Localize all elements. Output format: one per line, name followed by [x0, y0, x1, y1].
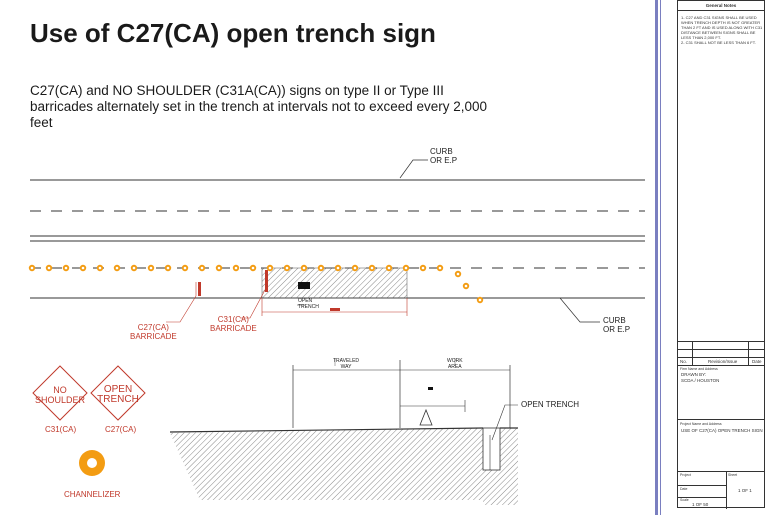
- barricade-c31: [265, 270, 268, 292]
- title-block: General Notes 1- C27 AND C31 SIGNS SHALL…: [677, 0, 765, 509]
- barricade-c27-label: C27(CA) BARRICADE: [130, 323, 177, 341]
- tb-project-label: Project: [680, 473, 691, 477]
- page-title: Use of C27(CA) open trench sign: [30, 18, 436, 48]
- curb-leader-bottom: [559, 297, 600, 323]
- trench-plan-area: [261, 267, 408, 299]
- tb-firm-label: Firm Name and Address: [680, 367, 718, 371]
- open-trench-section-label: OPEN TRENCH: [521, 400, 580, 409]
- tb-header: General Notes: [705, 3, 737, 8]
- ground-section: [170, 428, 483, 500]
- section-trench: [482, 427, 501, 471]
- curb-label-top: CURB OR E.P: [430, 147, 458, 165]
- sheet-margin-bar-thin: [660, 0, 661, 515]
- plan-view: [28, 159, 645, 505]
- tb-notes: 1- C27 AND C31 SIGNS SHALL BE USED WHEN …: [681, 15, 763, 45]
- tb-sheet-value: 1 OF 1: [738, 488, 752, 493]
- tb-rev-label: Revision/Issue: [708, 359, 738, 364]
- c27-sign-text: OPEN TRENCH: [97, 384, 139, 405]
- page-subtitle: C27(CA) and NO SHOULDER (C31A(CA)) signs…: [30, 83, 488, 130]
- curb-leader-top: [399, 159, 428, 179]
- tb-scale-label: Scale: [680, 498, 689, 502]
- tb-rev-no: No.: [680, 359, 688, 364]
- channelizer-label: CHANNELIZER: [64, 490, 121, 499]
- trench-marker: [330, 308, 340, 311]
- trench-vehicle: [298, 282, 310, 289]
- tb-sheet-title: USE OF C27(CA) OPEN TRENCH SIGN: [681, 428, 763, 433]
- tb-sheetno-label: Sheet: [728, 473, 738, 477]
- tb-date-label: Date: [680, 487, 688, 491]
- c31-sign-text: NO SHOULDER: [34, 385, 85, 405]
- c31-sign-label: C31(CA): [45, 425, 77, 434]
- tb-scale-value: 1 OF 50: [692, 502, 709, 507]
- barricade-c27: [198, 282, 201, 296]
- section-cone: [419, 408, 433, 426]
- open-trench-plan-label: OPEN TRENCH: [298, 298, 319, 310]
- tb-sheet-label: Project Name and Address: [680, 422, 722, 426]
- c31-sign: [32, 365, 88, 421]
- work-area-label: WORK AREA: [447, 358, 463, 370]
- c27-sign-label: C27(CA): [105, 425, 137, 434]
- tb-drawn-by: DRAWN BY: SCDA / HOUSTON: [681, 372, 720, 383]
- traveled-way-label: TRAVELED WAY: [333, 358, 360, 370]
- channelizer-row: [28, 264, 484, 304]
- barricade-c31-label: C31(CA) BARRICADE: [210, 315, 257, 333]
- c27-sign: [90, 365, 146, 421]
- tb-rev-date: Date: [752, 359, 762, 364]
- curb-label-bottom: CURB OR E.P: [603, 316, 631, 334]
- sheet-margin-bar: [655, 0, 658, 515]
